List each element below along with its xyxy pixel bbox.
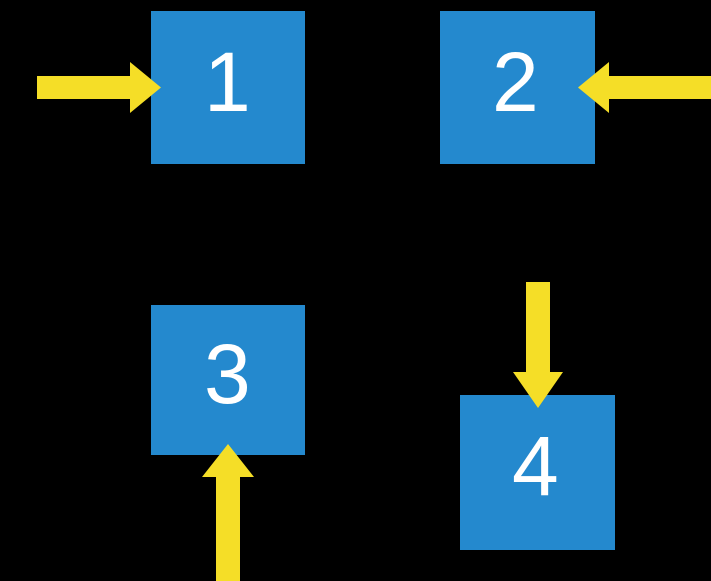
node-box-2-label: 2 bbox=[492, 35, 539, 129]
arrow-into-box-2-icon bbox=[578, 62, 711, 113]
node-box-1-label: 1 bbox=[204, 35, 251, 129]
node-box-3[interactable] bbox=[151, 305, 305, 455]
node-box-2[interactable] bbox=[440, 11, 595, 164]
arrow-into-box-4-icon bbox=[513, 282, 563, 408]
node-box-4[interactable] bbox=[460, 395, 615, 550]
node-box-1[interactable] bbox=[151, 11, 305, 164]
node-box-3-label: 3 bbox=[204, 327, 251, 421]
arrow-into-box-3-icon bbox=[202, 444, 254, 581]
arrow-into-box-1-icon bbox=[37, 62, 161, 113]
node-box-4-label: 4 bbox=[512, 419, 559, 513]
